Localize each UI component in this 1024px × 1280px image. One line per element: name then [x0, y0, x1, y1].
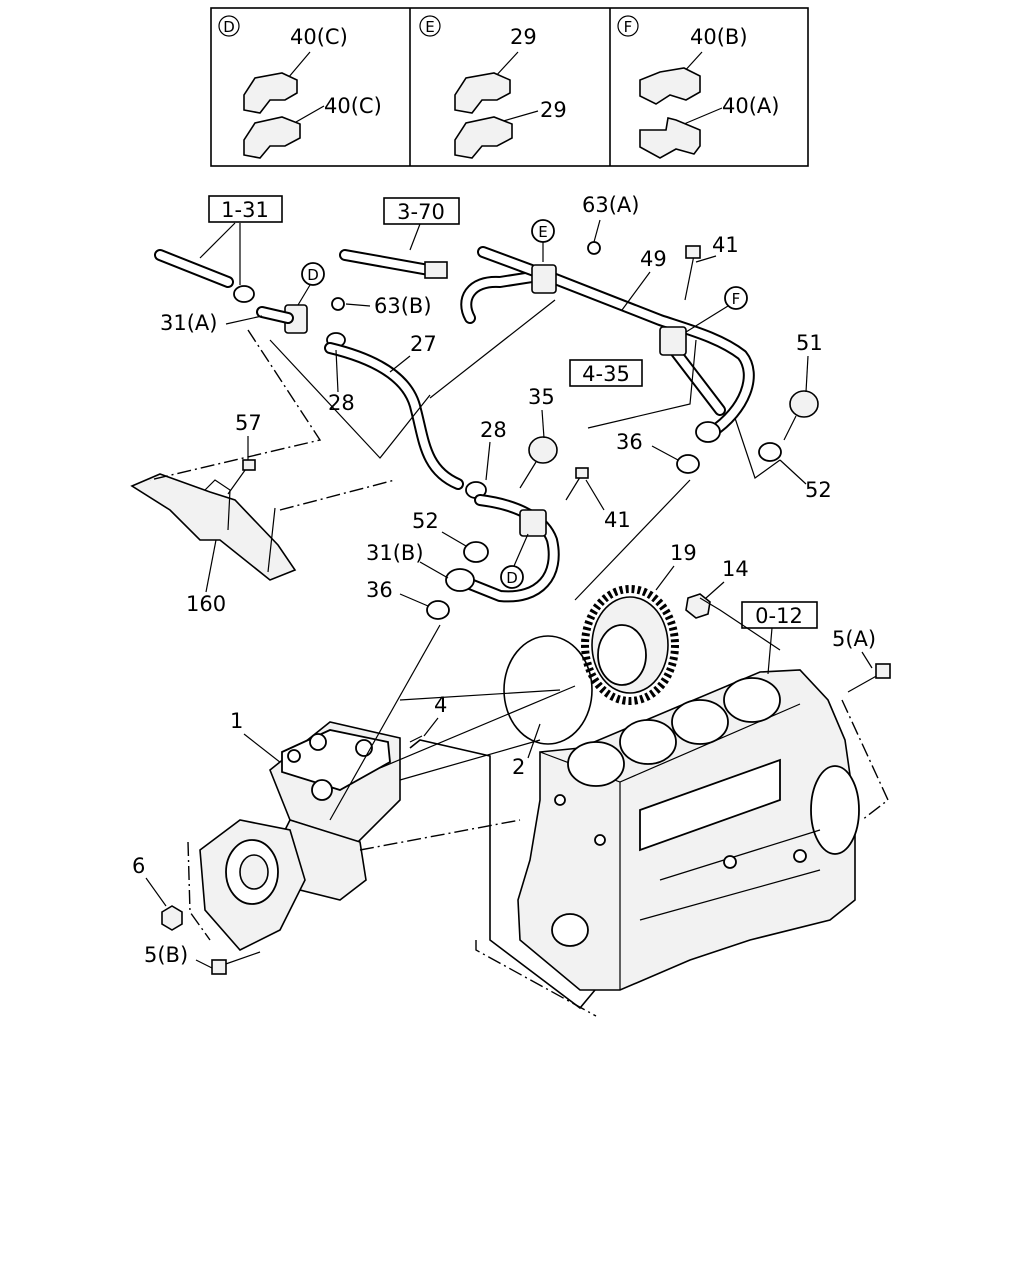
- part-label: 29: [540, 98, 567, 122]
- part-label: 40(B): [690, 25, 748, 49]
- callout: 160: [186, 592, 226, 616]
- clamp-half-icon: [243, 72, 298, 114]
- callout: 2: [512, 755, 525, 779]
- o-ring-2: [503, 635, 593, 745]
- cylinder-bore: [723, 677, 781, 723]
- callout: 41: [712, 233, 739, 257]
- callout: 4: [434, 693, 447, 717]
- callout: 36: [366, 578, 393, 602]
- banjo-31b: [445, 568, 475, 592]
- circle-marker-label: E: [538, 223, 547, 241]
- callout: 63(A): [582, 193, 639, 217]
- inset-letter: D: [223, 18, 235, 36]
- ref-box-label: 3-70: [397, 200, 445, 224]
- circle-markers: E D F D: [297, 219, 748, 589]
- callout: 57: [235, 411, 262, 435]
- ref-box: [208, 195, 283, 223]
- callout: 1: [230, 709, 243, 733]
- inset-letter: F: [624, 18, 633, 36]
- hose-clamp: [233, 285, 255, 303]
- clamp-d: [519, 509, 547, 537]
- washer-52: [758, 442, 782, 462]
- washer-36: [676, 454, 700, 474]
- lower-assembly: [161, 585, 891, 1017]
- clamp-half-icon: [454, 72, 511, 114]
- ref-box: [741, 601, 818, 629]
- cylinder-bore: [671, 699, 729, 745]
- callout: 41: [604, 508, 631, 532]
- bolt-57: [242, 459, 256, 471]
- clamp-e: [531, 264, 557, 294]
- callout: 6: [132, 854, 145, 878]
- callout: 51: [796, 331, 823, 355]
- pin-4: [409, 735, 423, 743]
- circle-marker: [617, 15, 639, 37]
- callout: 14: [722, 557, 749, 581]
- bolt-41: [575, 467, 589, 479]
- circle-marker-label: D: [506, 569, 518, 587]
- callout: 31(B): [366, 541, 424, 565]
- ref-box-label: 1-31: [221, 198, 269, 222]
- inset-letter: E: [425, 18, 434, 36]
- callout: 49: [640, 247, 667, 271]
- inset-panel-f: F 40(B) 40(A): [617, 15, 779, 159]
- leader-line: [269, 339, 431, 459]
- callout: 27: [410, 332, 437, 356]
- inset-frame: [210, 7, 809, 167]
- clamp-half-icon: [454, 116, 513, 159]
- part-label: 29: [510, 25, 537, 49]
- bracket-160: [130, 473, 297, 581]
- air-compressor-1: [199, 721, 401, 951]
- clamp-half-icon: [243, 116, 301, 159]
- nut-63b: [331, 297, 345, 311]
- nut-6: [161, 905, 183, 931]
- ref-box-label: 4-35: [582, 362, 630, 386]
- circle-marker: [419, 15, 441, 37]
- ref-box: [569, 359, 643, 387]
- bolt-5a: [847, 673, 881, 693]
- callout: 5(B): [144, 943, 188, 967]
- inset-panel-e: E 29 29: [419, 15, 567, 159]
- cylinder-bore: [619, 719, 677, 765]
- circle-marker-label: F: [732, 290, 741, 308]
- circle-marker: [218, 15, 240, 37]
- part-label: 40(C): [324, 94, 382, 118]
- gear-19: [581, 585, 679, 705]
- inset-panels: D 40(C) 40(C) E 29 29 F 40(B) 40(A): [210, 7, 809, 167]
- clamp-f: [659, 326, 687, 356]
- part-label: 40(C): [290, 25, 348, 49]
- nut-63a: [587, 241, 601, 255]
- banjo-bolt-35: [528, 436, 558, 464]
- callout-labels: 63(A) 49 41 31(A) 63(B) 27 28 51 57 35 2…: [132, 193, 876, 969]
- ref-box: [383, 197, 460, 225]
- callout: 52: [412, 509, 439, 533]
- engine-block: [517, 669, 860, 991]
- cylinder-bore: [567, 741, 625, 787]
- banjo-bolt-51: [789, 390, 819, 418]
- callout: 63(B): [374, 294, 432, 318]
- callout: 19: [670, 541, 697, 565]
- callout: 28: [328, 391, 355, 415]
- callout: 28: [480, 418, 507, 442]
- bolt-41: [685, 245, 701, 259]
- callout: 5(A): [832, 627, 876, 651]
- clamp-half-icon: [639, 67, 701, 105]
- washer-52: [463, 541, 489, 563]
- callout: 52: [805, 478, 832, 502]
- ref-boxes: 1-31 3-70 4-35 0-12: [208, 195, 818, 629]
- callout: 36: [616, 430, 643, 454]
- ref-box-label: 0-12: [755, 604, 803, 628]
- callout: 31(A): [160, 311, 217, 335]
- callout: 35: [528, 385, 555, 409]
- part-label: 40(A): [722, 94, 779, 118]
- inset-panel-d: D 40(C) 40(C): [218, 15, 382, 159]
- circle-marker-label: D: [307, 266, 319, 284]
- clamp-half-icon: [639, 117, 701, 159]
- upper-piping: [130, 222, 819, 620]
- washer-36: [426, 600, 450, 620]
